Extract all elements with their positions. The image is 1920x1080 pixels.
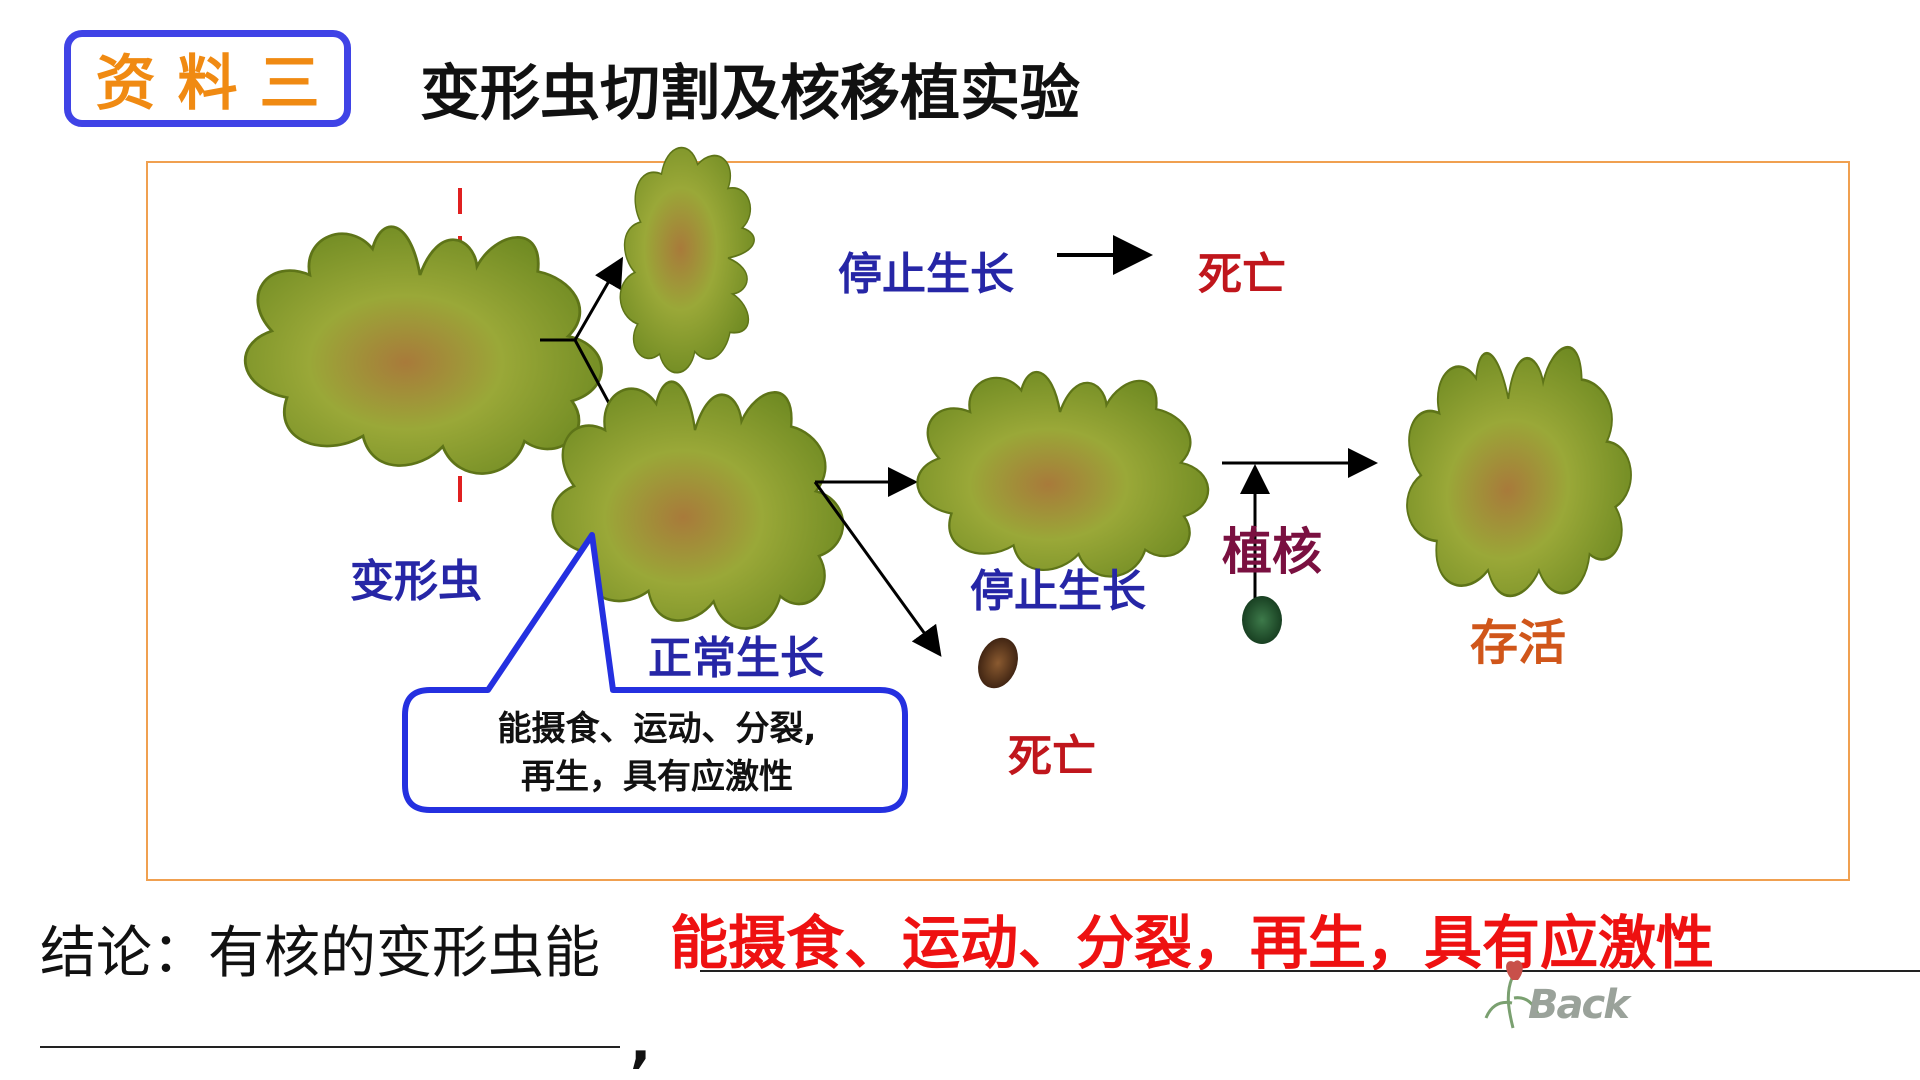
transplanted-nucleus [1242,596,1282,644]
back-button[interactable]: Back [1528,982,1630,1028]
callout-bubble [402,532,908,813]
experiment-figure-frame [146,161,1850,881]
callout-text: 能摄食、运动、分裂, 再生，具有应激性 [412,705,902,801]
amoeba-fragment-no-nucleus [619,146,756,374]
conclusion-answer: 能摄食、运动、分裂，再生，具有应激性 [670,909,1715,977]
amoeba-enucleated [916,370,1210,578]
label-death-bottom: 死亡 [1008,731,1096,782]
amoeba-survived [1393,324,1643,626]
material-tag: 资料三 [64,30,351,127]
amoeba-whole [243,225,603,475]
label-stop-growth-top: 停止生长 [838,249,1014,300]
flower-icon[interactable] [1478,958,1548,1038]
trailing-comma: , [630,1010,652,1075]
removed-nucleus [978,637,1018,689]
label-normal-growth: 正常生长 [648,633,824,684]
material-tag-text: 资料三 [95,49,342,119]
arrow-to-removed-nucleus [813,481,942,657]
label-transplant-nucleus: 植核 [1222,523,1322,581]
label-amoeba: 变形虫 [350,556,482,607]
label-death-top: 死亡 [1198,249,1286,300]
label-stop-growth-mid: 停止生长 [970,566,1146,617]
callout-line-1: 能摄食、运动、分裂, [497,709,817,749]
answer-underline [700,970,1920,972]
label-survive: 存活 [1470,615,1567,671]
conclusion-prefix: 结论：有核的变形虫能 [40,921,600,986]
split-arrow-down [573,339,612,406]
answer-underline-second [40,1046,620,1048]
callout-line-2: 再生，具有应激性 [521,757,793,797]
page-title: 变形虫切割及核移植实验 [420,59,1080,129]
